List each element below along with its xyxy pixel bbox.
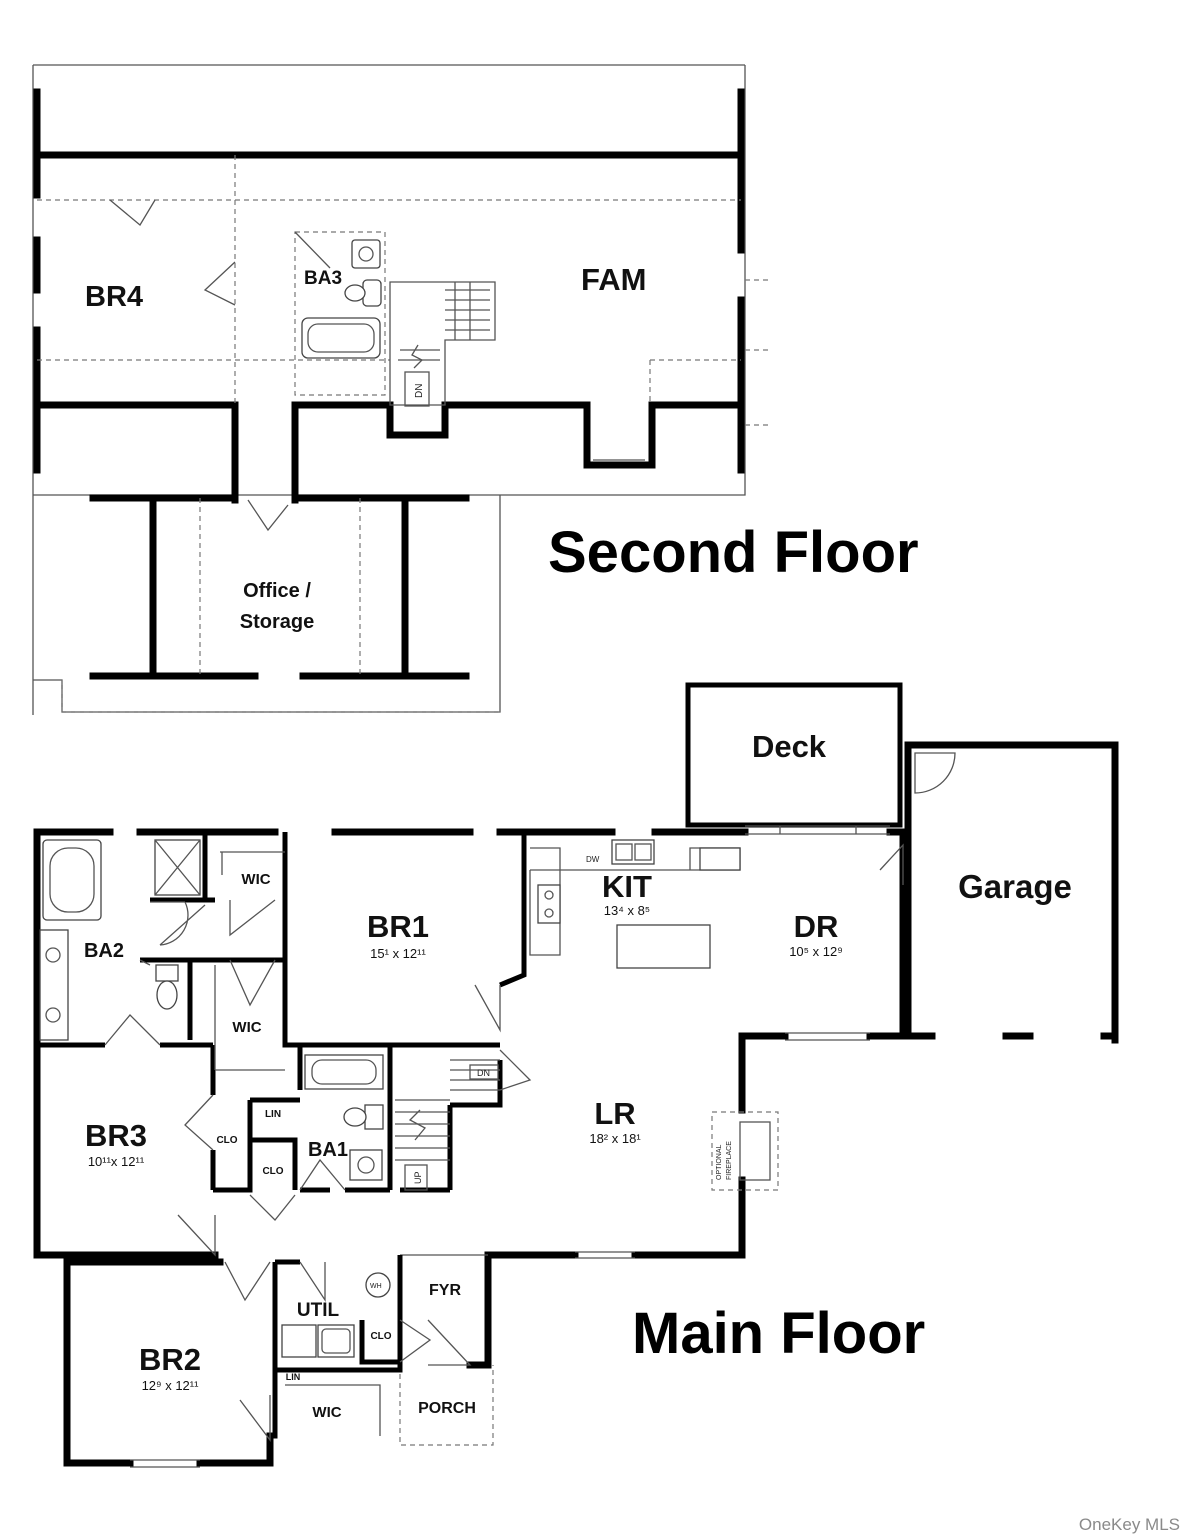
dr-label: DR bbox=[794, 909, 839, 944]
br2-label: BR2 bbox=[139, 1342, 201, 1377]
clo-br3-label: CLO bbox=[216, 1135, 237, 1146]
porch-label: PORCH bbox=[418, 1400, 476, 1417]
main-stair-dn-label: DN bbox=[477, 1068, 490, 1078]
br1-size: 15¹ x 12¹¹ bbox=[370, 946, 426, 961]
br1-label: BR1 bbox=[367, 909, 429, 944]
fireplace-label-line1: OPTIONAL bbox=[716, 1144, 723, 1180]
lr-size: 18² x 18¹ bbox=[589, 1131, 641, 1146]
lin-hall-label: LIN bbox=[265, 1109, 281, 1120]
ba2-label: BA2 bbox=[84, 940, 124, 962]
water-heater-label: WH bbox=[370, 1283, 382, 1290]
lin-br2-label: LIN bbox=[286, 1372, 301, 1382]
main-floor-plan: Deck Garage bbox=[33, 682, 1119, 1468]
main-floor-title: Main Floor bbox=[632, 1301, 925, 1366]
wic-br2-label: WIC bbox=[312, 1404, 341, 1421]
br4-label: BR4 bbox=[85, 281, 143, 313]
fyr-label: FYR bbox=[429, 1282, 461, 1299]
clo-util-label: CLO bbox=[370, 1331, 391, 1342]
fam-label: FAM bbox=[581, 262, 646, 297]
br3-label: BR3 bbox=[85, 1118, 147, 1153]
second-floor-plan: DN BR4 BA3 FAM Office / Storage bbox=[32, 64, 770, 715]
watermark: OneKey MLS bbox=[1079, 1515, 1180, 1534]
second-floor-title: Second Floor bbox=[548, 520, 919, 585]
util-label: UTIL bbox=[297, 1300, 340, 1321]
wic-top-label: WIC bbox=[241, 871, 270, 888]
office-label-line1: Office / bbox=[243, 580, 311, 602]
dw-label: DW bbox=[586, 855, 600, 864]
br2-size: 12⁹ x 12¹¹ bbox=[142, 1378, 200, 1393]
second-stair-dn-label: DN bbox=[414, 384, 425, 398]
office-label-line2: Storage bbox=[240, 611, 314, 633]
kit-size: 13⁴ x 8⁵ bbox=[604, 903, 650, 918]
wic-mid-label: WIC bbox=[232, 1019, 261, 1036]
garage-label: Garage bbox=[958, 868, 1072, 905]
dr-size: 10⁵ x 12⁹ bbox=[789, 944, 843, 959]
fireplace-label-line2: FIREPLACE bbox=[726, 1141, 733, 1180]
main-stair-up-label: UP bbox=[413, 1171, 423, 1184]
clo-hall-label: CLO bbox=[262, 1166, 283, 1177]
ba1-label: BA1 bbox=[308, 1139, 348, 1161]
br3-size: 10¹¹x 12¹¹ bbox=[88, 1154, 145, 1169]
lr-label: LR bbox=[594, 1096, 635, 1131]
ba3-label: BA3 bbox=[304, 268, 342, 289]
deck-label: Deck bbox=[752, 729, 827, 764]
kit-label: KIT bbox=[602, 869, 652, 904]
